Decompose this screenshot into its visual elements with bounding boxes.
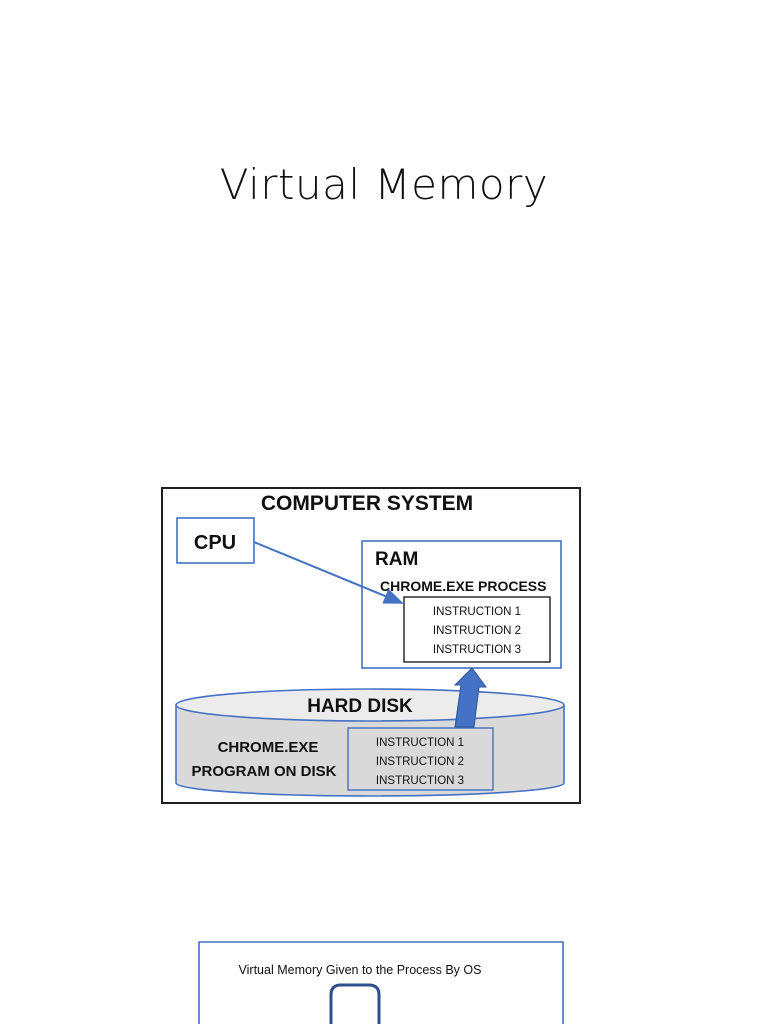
cpu-label: CPU [194, 532, 236, 554]
ram-instruction-3: INSTRUCTION 3 [433, 644, 521, 656]
virtual-memory-frame [198, 941, 564, 1024]
ram-label: RAM [375, 549, 418, 570]
hard-disk-label: HARD DISK [307, 696, 413, 717]
ram-instruction-box [403, 596, 551, 663]
virtual-memory-block [329, 983, 381, 1024]
ram-instruction-2: INSTRUCTION 2 [433, 625, 521, 637]
cpu-box [176, 517, 255, 564]
disk-to-ram-arrow [453, 667, 487, 728]
ram-instruction-1: INSTRUCTION 1 [433, 606, 521, 618]
page-title: Virtual Memory [219, 160, 549, 209]
disk-instruction-box [347, 727, 494, 791]
disk-instruction-3: INSTRUCTION 3 [376, 775, 464, 787]
cpu-to-ram-arrow [253, 541, 404, 604]
disk-program-line2: PROGRAM ON DISK [191, 763, 336, 780]
computer-system-title: COMPUTER SYSTEM [261, 492, 473, 515]
disk-program-line1: CHROME.EXE [218, 739, 319, 756]
virtual-memory-title: Virtual Memory Given to the Process By O… [239, 963, 482, 977]
process-label: CHROME.EXE PROCESS [380, 578, 546, 594]
disk-instruction-1: INSTRUCTION 1 [376, 737, 464, 749]
virtual-memory-diagram: Virtual Memory Given to the Process By O… [198, 941, 564, 1024]
computer-system-diagram: COMPUTER SYSTEM CPU RAM CHROME.EXE PROCE… [161, 487, 581, 804]
disk-instruction-2: INSTRUCTION 2 [376, 756, 464, 768]
